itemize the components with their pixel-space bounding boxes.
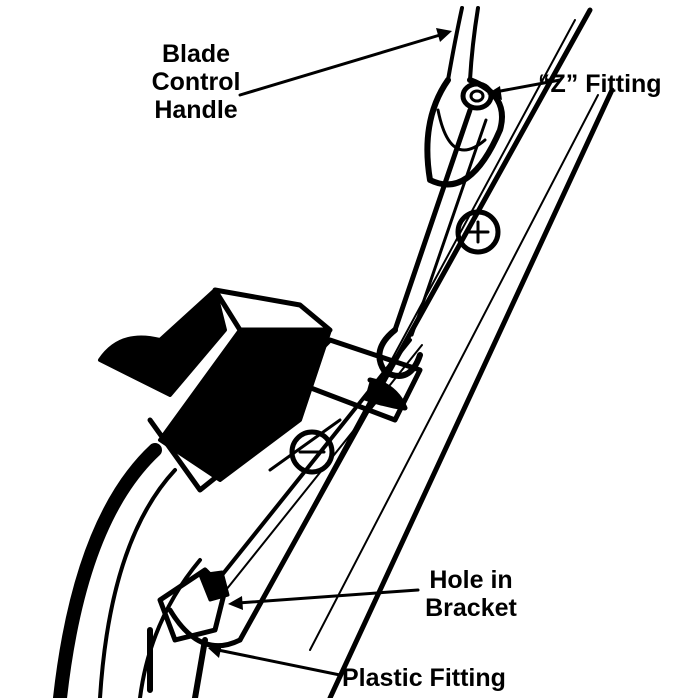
label-z-fitting: “Z” Fitting [538, 70, 662, 98]
label-blade-control-handle: Blade Control Handle [140, 40, 252, 124]
cable-rod [208, 338, 423, 596]
label-blade-control-handle-line2: Control [151, 68, 241, 96]
label-hole-in-bracket-line1: Hole in [429, 566, 513, 594]
label-plastic-fitting: Plastic Fitting [342, 664, 506, 692]
label-blade-control-handle-line3: Handle [154, 96, 238, 124]
pivot-bolt [455, 209, 501, 255]
label-hole-in-bracket: Hole in Bracket [416, 566, 526, 622]
plastic-fitting-part [147, 567, 243, 698]
z-fitting-part [460, 81, 494, 111]
label-blade-control-handle-line1: Blade [161, 40, 231, 68]
switch-box [98, 287, 333, 493]
blade-control-handle [424, 6, 505, 188]
cables [53, 443, 202, 698]
leader-lines [208, 28, 562, 677]
label-hole-in-bracket-line2: Bracket [425, 594, 517, 622]
